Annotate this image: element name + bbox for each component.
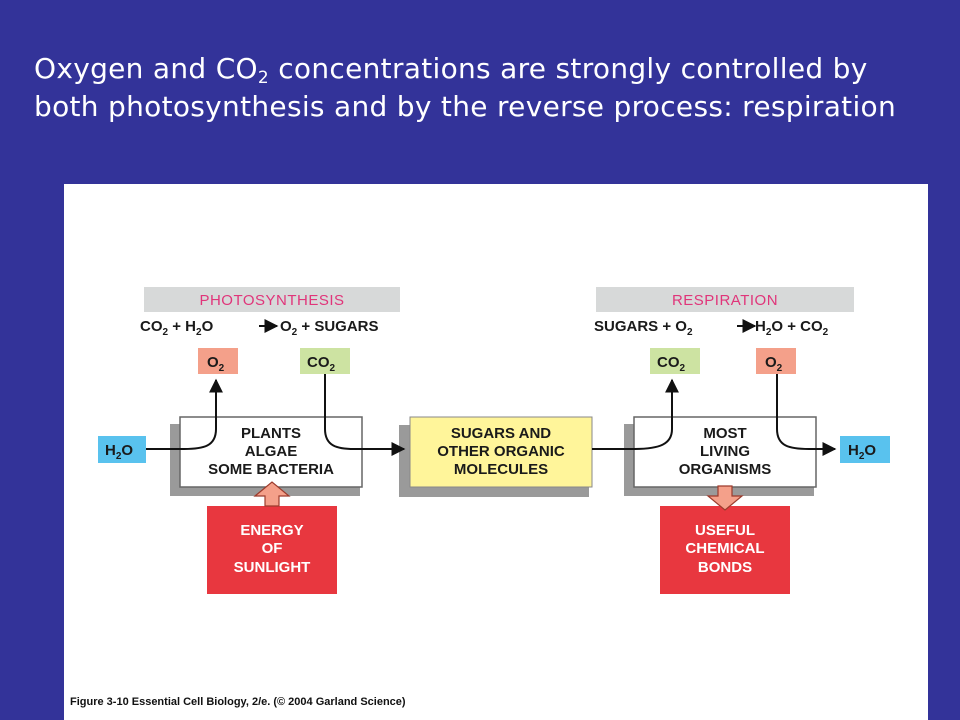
svg-text:LIVING: LIVING <box>700 443 750 460</box>
h2o-output-box: H2O <box>840 436 890 463</box>
svg-text:ALGAE: ALGAE <box>245 443 298 460</box>
h2o-input-box: H2O <box>98 436 146 463</box>
svg-text:MOLECULES: MOLECULES <box>454 461 548 478</box>
co2-to-sugars-arrow <box>324 374 406 456</box>
respiration-equation-products: H2O + CO2 <box>755 318 829 338</box>
respiration-header: RESPIRATION <box>596 287 854 312</box>
photosynthesis-header-text: PHOTOSYNTHESIS <box>199 292 344 309</box>
svg-text:CHEMICAL: CHEMICAL <box>685 540 764 557</box>
svg-text:USEFUL: USEFUL <box>695 522 755 539</box>
respiration-equation: SUGARS + O2 <box>594 318 693 338</box>
svg-text:OF: OF <box>262 540 283 557</box>
svg-text:MOST: MOST <box>703 425 746 442</box>
photosynthesis-respiration-diagram: PHOTOSYNTHESIS RESPIRATION CO2 + H2O O2 … <box>98 287 890 594</box>
slide-title: Oxygen and CO2 concentrations are strong… <box>34 50 934 126</box>
svg-text:PLANTS: PLANTS <box>241 425 301 442</box>
respiration-co2-box: CO2 <box>650 348 700 374</box>
sugars-organic-molecules-box: SUGARS AND OTHER ORGANIC MOLECULES <box>399 416 593 497</box>
svg-text:ENERGY: ENERGY <box>240 522 303 539</box>
plants-algae-bacteria-box: PLANTS ALGAE SOME BACTERIA <box>170 416 363 496</box>
svg-text:O2: O2 <box>207 354 225 374</box>
photosynthesis-co2-box: CO2 <box>300 348 350 374</box>
svg-text:SOME BACTERIA: SOME BACTERIA <box>208 461 334 478</box>
useful-chemical-bonds-box: USEFUL CHEMICAL BONDS <box>660 506 790 594</box>
svg-text:H2O: H2O <box>848 442 876 462</box>
photosynthesis-o2-box: O2 <box>198 348 238 374</box>
respiration-o2-box: O2 <box>756 348 796 374</box>
photosynthesis-equation: CO2 + H2O <box>140 318 214 338</box>
figure-panel: PHOTOSYNTHESIS RESPIRATION CO2 + H2O O2 … <box>64 184 928 720</box>
h2o-to-o2-arrow <box>146 378 223 450</box>
title-part-2: concentrations are strongly controlled b… <box>34 52 897 123</box>
svg-text:CO2: CO2 <box>657 354 686 374</box>
svg-text:BONDS: BONDS <box>698 559 752 576</box>
most-living-organisms-box: MOST LIVING ORGANISMS <box>624 416 817 496</box>
svg-text:OTHER ORGANIC: OTHER ORGANIC <box>437 443 565 460</box>
svg-text:O2: O2 <box>765 354 783 374</box>
svg-text:ORGANISMS: ORGANISMS <box>679 461 772 478</box>
o2-to-h2o-arrow <box>776 374 837 456</box>
figure-caption: Figure 3-10 Essential Cell Biology, 2/e.… <box>70 696 406 708</box>
sunlight-block-arrow <box>253 481 291 507</box>
energy-of-sunlight-box: ENERGY OF SUNLIGHT <box>207 506 337 594</box>
svg-text:CO2: CO2 <box>307 354 336 374</box>
chemical-bonds-block-arrow <box>706 485 744 511</box>
svg-text:SUNLIGHT: SUNLIGHT <box>234 559 311 576</box>
title-subscript: 2 <box>257 68 270 88</box>
sugars-to-co2-arrow <box>592 378 679 450</box>
respiration-header-text: RESPIRATION <box>672 292 778 309</box>
photosynthesis-header: PHOTOSYNTHESIS <box>144 287 400 312</box>
photosynthesis-equation-products: O2 + SUGARS <box>280 318 379 338</box>
title-part-1: Oxygen and CO <box>34 52 258 85</box>
svg-text:H2O: H2O <box>105 442 133 462</box>
svg-text:SUGARS AND: SUGARS AND <box>451 425 551 442</box>
